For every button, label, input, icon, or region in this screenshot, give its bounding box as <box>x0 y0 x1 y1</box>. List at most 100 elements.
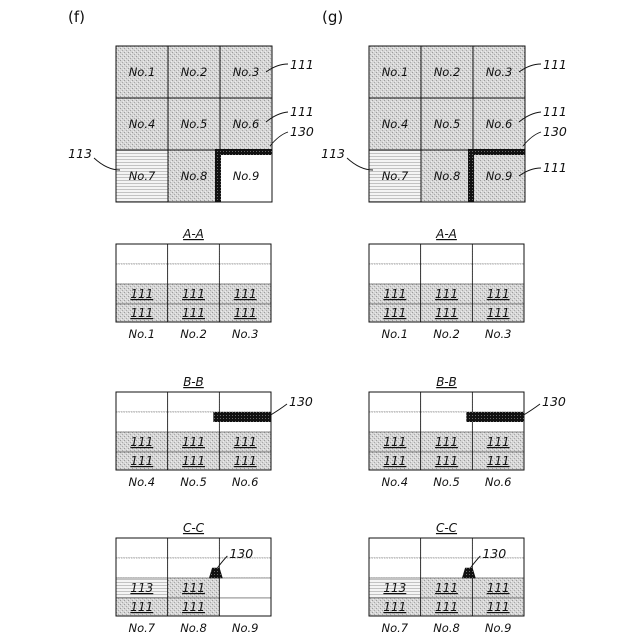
section-cell-label: 111 <box>435 306 458 320</box>
section-cell <box>369 538 421 558</box>
section-cell-label: 111 <box>234 454 257 468</box>
reference-numeral: 111 <box>543 57 567 72</box>
section-cell-label: 111 <box>383 600 406 614</box>
section-a-a: A-A111111111111111111No.1No.2No.3 <box>369 227 524 341</box>
section-cell-label: 111 <box>487 454 510 468</box>
reference-numeral: 113 <box>68 146 92 161</box>
section-cell-label: 111 <box>182 581 205 595</box>
section-column-label: No.5 <box>433 475 460 489</box>
leader-line <box>269 404 287 416</box>
wall-130-vertical <box>468 149 474 202</box>
section-cell-label: 111 <box>383 435 406 449</box>
section-a-a: A-A111111111111111111No.1No.2No.3 <box>116 227 271 341</box>
section-cell <box>219 264 271 284</box>
section-cell-label: 111 <box>182 435 205 449</box>
section-title: C-C <box>436 521 458 535</box>
reference-numeral: 130 <box>482 546 506 561</box>
grid-cell-label: No.3 <box>233 65 260 79</box>
grid-cell-label: No.6 <box>233 117 260 131</box>
section-c-c: C-C113111111111111111130No.7No.8No.9 <box>369 521 524 635</box>
wall-130-section <box>213 412 271 422</box>
section-column-label: No.1 <box>382 327 409 341</box>
section-column-label: No.1 <box>129 327 156 341</box>
grid-cell-label: No.7 <box>382 169 409 183</box>
section-cell-label: 111 <box>487 581 510 595</box>
section-column-label: No.6 <box>232 475 259 489</box>
section-cell-label: 111 <box>435 581 458 595</box>
section-cell-label: 113 <box>130 581 153 595</box>
section-cell-label: 111 <box>435 454 458 468</box>
reference-numeral: 111 <box>290 104 314 119</box>
section-column-label: No.4 <box>129 475 156 489</box>
grid-cell-label: No.9 <box>233 169 260 183</box>
section-column-label: No.3 <box>485 327 512 341</box>
section-cell <box>421 538 473 558</box>
section-cell <box>116 244 168 264</box>
section-cell <box>116 412 168 432</box>
grid-cell-label: No.5 <box>434 117 461 131</box>
section-cell-label: 111 <box>130 287 153 301</box>
section-cell-label: 111 <box>234 306 257 320</box>
section-cell <box>472 392 524 412</box>
section-cell <box>219 558 271 578</box>
section-cell <box>168 412 220 432</box>
reference-numeral: 130 <box>289 394 313 409</box>
section-cell <box>168 392 220 412</box>
section-column-label: No.4 <box>382 475 409 489</box>
section-cell-label: 111 <box>383 454 406 468</box>
grid-cell-label: No.2 <box>434 65 461 79</box>
grid-cell-label: No.1 <box>382 65 409 79</box>
section-column-label: No.8 <box>180 621 207 635</box>
section-cell <box>168 264 220 284</box>
figure-f: (f)No.1No.2No.3No.4No.5No.6No.7No.8No.91… <box>68 8 314 635</box>
grid-cell-label: No.8 <box>181 169 208 183</box>
section-b-b: B-B111111111111111111130No.4No.5No.6 <box>116 375 313 489</box>
wall-130-vertical <box>215 149 221 202</box>
section-cell-label: 111 <box>435 287 458 301</box>
figure-label: (f) <box>68 8 85 26</box>
section-cell <box>421 264 473 284</box>
section-cell-label: 111 <box>383 306 406 320</box>
section-cell <box>369 264 421 284</box>
grid-cell-label: No.6 <box>486 117 513 131</box>
section-cell <box>116 264 168 284</box>
grid-cell-label: No.5 <box>181 117 208 131</box>
section-cell-label: 111 <box>487 306 510 320</box>
section-cell <box>472 558 524 578</box>
grid-cell-label: No.2 <box>181 65 208 79</box>
section-cell-label: 111 <box>130 435 153 449</box>
section-cell-label: 111 <box>130 306 153 320</box>
section-title: B-B <box>183 375 204 389</box>
figure-label: (g) <box>322 8 343 26</box>
section-column-label: No.6 <box>485 475 512 489</box>
grid-cell-label: No.9 <box>486 169 513 183</box>
section-cell <box>168 538 220 558</box>
section-cell <box>369 244 421 264</box>
reference-numeral: 113 <box>321 146 345 161</box>
reference-numeral: 130 <box>229 546 253 561</box>
section-cell <box>472 244 524 264</box>
leader-line <box>522 404 540 416</box>
section-cell <box>116 392 168 412</box>
wall-130-section <box>466 412 524 422</box>
section-column-label: No.9 <box>485 621 512 635</box>
section-title: A-A <box>182 227 204 241</box>
section-cell <box>219 392 271 412</box>
section-cell <box>421 392 473 412</box>
section-column-label: No.2 <box>433 327 460 341</box>
section-cell-label: 111 <box>182 306 205 320</box>
plan-grid: No.1No.2No.3No.4No.5No.6No.7No.8No.91111… <box>68 46 314 202</box>
reference-numeral: 111 <box>543 160 567 175</box>
section-cell-label: 111 <box>487 600 510 614</box>
section-column-label: No.7 <box>129 621 156 635</box>
section-cell-label: 111 <box>234 287 257 301</box>
section-cell-label: 111 <box>383 287 406 301</box>
reference-numeral: 111 <box>543 104 567 119</box>
section-cell <box>116 558 168 578</box>
wall-130-horizontal <box>215 149 272 155</box>
leader-line <box>523 132 541 146</box>
section-cell-label: 113 <box>383 581 406 595</box>
section-column-label: No.7 <box>382 621 409 635</box>
wall-130-horizontal <box>468 149 525 155</box>
section-cell <box>219 578 271 598</box>
